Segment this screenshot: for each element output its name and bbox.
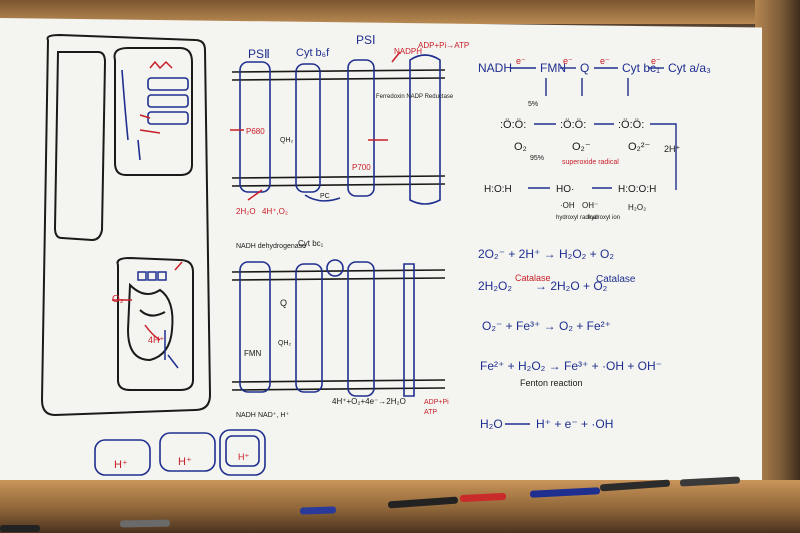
ros-o2-structure: :Ö:Ö:: [500, 119, 526, 131]
label-cytb6f: Cyt b₆f: [296, 47, 330, 59]
ros-peroxide: O₂²⁻: [628, 141, 650, 153]
whiteboard-frame-right: [755, 0, 800, 533]
chain-cyt-aa3: Cyt a/a₃: [668, 61, 711, 75]
ros-two-h: 2H⁺: [664, 144, 681, 154]
ros-superoxide: O₂⁻: [572, 141, 591, 153]
whiteboard: [0, 18, 762, 496]
chain-arrows: [510, 67, 664, 96]
label-atp: ATP: [424, 409, 437, 416]
cell-drawing: [40, 33, 212, 417]
equation-2-right: → 2H₂O + O₂: [535, 279, 608, 293]
chain-e-2: e⁻: [563, 56, 573, 66]
equation-1: 2O₂⁻ + 2H⁺ → H₂O₂ + O₂: [478, 247, 614, 261]
label-qh2-top: QH₂: [280, 137, 294, 144]
label-cyt-bc1: Cyt bc₁: [298, 239, 324, 248]
equation-5-left: H₂O: [480, 417, 503, 431]
label-2h2o: 2H₂O: [236, 207, 256, 216]
label-nad-bottom: NAD⁺, H⁺: [258, 412, 289, 419]
cell-label-o2: O₂: [112, 294, 124, 305]
chain-e-1: e⁻: [516, 56, 526, 66]
chain-nadh: NADH: [478, 61, 512, 75]
ros-superoxide-label: superoxide radical: [562, 159, 619, 166]
ros-h2o2-formula: H₂O₂: [628, 203, 646, 212]
ros-h2o: H:O:H: [484, 184, 512, 195]
ros-ho: HO·: [556, 184, 574, 195]
label-nadh-dh: NADH dehydrogenase: [236, 243, 306, 250]
chain-q: Q: [580, 61, 589, 75]
mitochondrion-detail: [137, 271, 179, 369]
thylakoid-red: [230, 51, 401, 201]
vesicle-label-h2: H⁺: [178, 456, 192, 468]
ros-superoxide-structure: :Ö:Ö:: [560, 119, 586, 131]
mito-membrane-lines: [231, 269, 446, 391]
label-p700: P700: [352, 163, 371, 172]
equation-5-right: H⁺ + e⁻ + ·OH: [536, 417, 613, 431]
marker-7: [0, 525, 40, 532]
ros-hydroxyl-radical: hydroxyl radical: [556, 215, 598, 221]
cell-label-4h: 4H⁺: [148, 335, 165, 345]
thylakoid-complexes: [239, 54, 441, 205]
equation-2-enzyme: Catalase: [515, 273, 551, 283]
mito-red: [112, 261, 183, 341]
vesicle-label-h1: H⁺: [114, 459, 128, 471]
equation-4: Fe²⁺ + H₂O₂ → Fe³⁺ + ·OH + OH⁻: [480, 359, 662, 373]
mito-complexes: [239, 259, 415, 397]
equation-2-left: 2H₂O₂: [478, 279, 512, 293]
chain-fmn: FMN: [540, 61, 566, 75]
chloroplast-red: [139, 60, 173, 134]
ros-row: 5% :Ö:Ö: :Ö:Ö: :Ö:Ö: O₂ O₂⁻ O₂²⁻ superox…: [484, 101, 681, 221]
label-psi: PSⅠ: [356, 33, 376, 47]
label-adp-pi: ADP+Pi: [424, 399, 449, 406]
chain-e-3: e⁻: [600, 56, 610, 66]
label-q-mito: Q: [280, 298, 287, 308]
label-nadph: NADPH: [394, 47, 422, 56]
label-pc: PC: [320, 193, 330, 200]
equation-3: O₂⁻ + Fe³⁺ → O₂ + Fe²⁺: [482, 319, 611, 333]
ros-pct95: 95%: [530, 155, 544, 162]
ros-o2: O₂: [514, 141, 527, 153]
label-complex-iv-eq: 4H⁺+O₂+4e⁻→2H₂O: [332, 397, 406, 406]
label-adp-atp: ADP+Pi→ATP: [418, 41, 469, 50]
label-fnr: Ferredoxin NADP Reductase: [376, 94, 454, 100]
equation-4-note: Fenton reaction: [520, 378, 583, 388]
ros-pct5: 5%: [528, 101, 538, 108]
label-qh2-mito: QH₂: [278, 340, 292, 347]
label-nadh-bottom: NADH: [236, 412, 256, 419]
label-fmn-mito: FMN: [244, 349, 262, 358]
equation-2-note: Catalase: [596, 274, 636, 285]
ros-oh-ion: OH⁻: [582, 201, 598, 210]
label-4h-o2: 4H⁺,O₂: [262, 207, 288, 216]
vesicle-label-h3: H⁺: [238, 452, 249, 462]
ros-peroxide-structure: :Ö:Ö:: [618, 119, 644, 131]
ros-hydroxyl-ion: hydroxyl ion: [588, 215, 620, 221]
label-psii: PSⅡ: [248, 47, 270, 61]
vesicle-drawings: [94, 429, 266, 476]
chain-cyt-bc1: Cyt bc₁: [622, 61, 660, 75]
label-p680: P680: [246, 127, 265, 136]
chain-e-4: e⁻: [651, 56, 661, 66]
ros-h2o2: H:O:O:H: [618, 184, 656, 195]
chloroplast-detail: [121, 69, 189, 161]
ros-oh-rad: ·OH: [560, 201, 575, 210]
